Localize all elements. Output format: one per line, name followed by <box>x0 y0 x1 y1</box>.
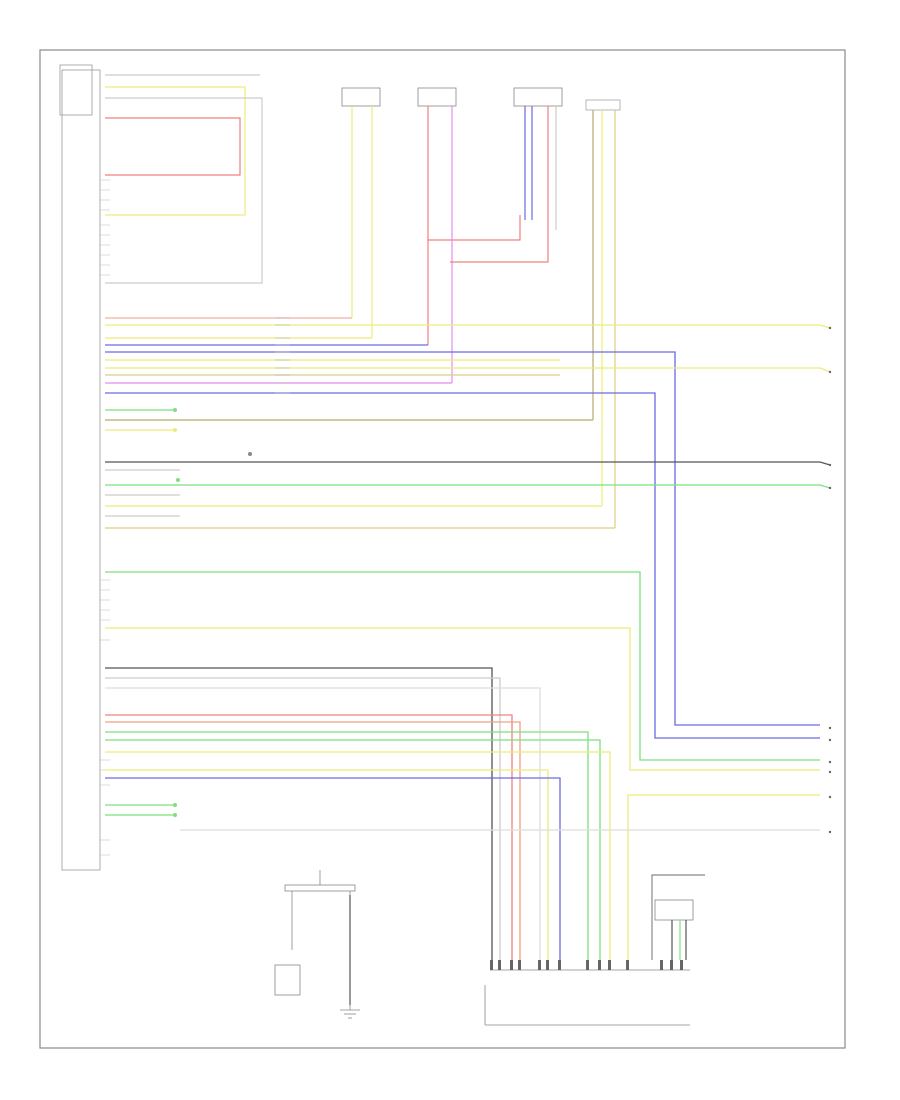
splice-dots <box>173 408 252 817</box>
right-rear-speaker <box>341 87 381 107</box>
left-front-speaker <box>513 87 563 107</box>
left-rear-speaker <box>417 87 457 107</box>
fuse-box-connector <box>61 69 101 871</box>
right-terminals <box>828 326 832 834</box>
fan-component <box>651 874 705 960</box>
antenna-amplifier <box>585 99 621 111</box>
middle-bus <box>105 409 831 529</box>
fuse-wires <box>105 74 263 284</box>
radio-pin-dots <box>490 960 683 970</box>
signal-bus <box>105 317 831 739</box>
speaker-vertical-wires <box>351 106 616 528</box>
fuse-block <box>59 64 93 116</box>
connector-pins <box>100 179 110 856</box>
ground-junction <box>274 870 360 1019</box>
diagram-frame <box>39 49 846 1049</box>
lower-bus <box>105 571 820 960</box>
mid-connectors <box>275 317 290 394</box>
radio-module <box>484 969 690 1026</box>
